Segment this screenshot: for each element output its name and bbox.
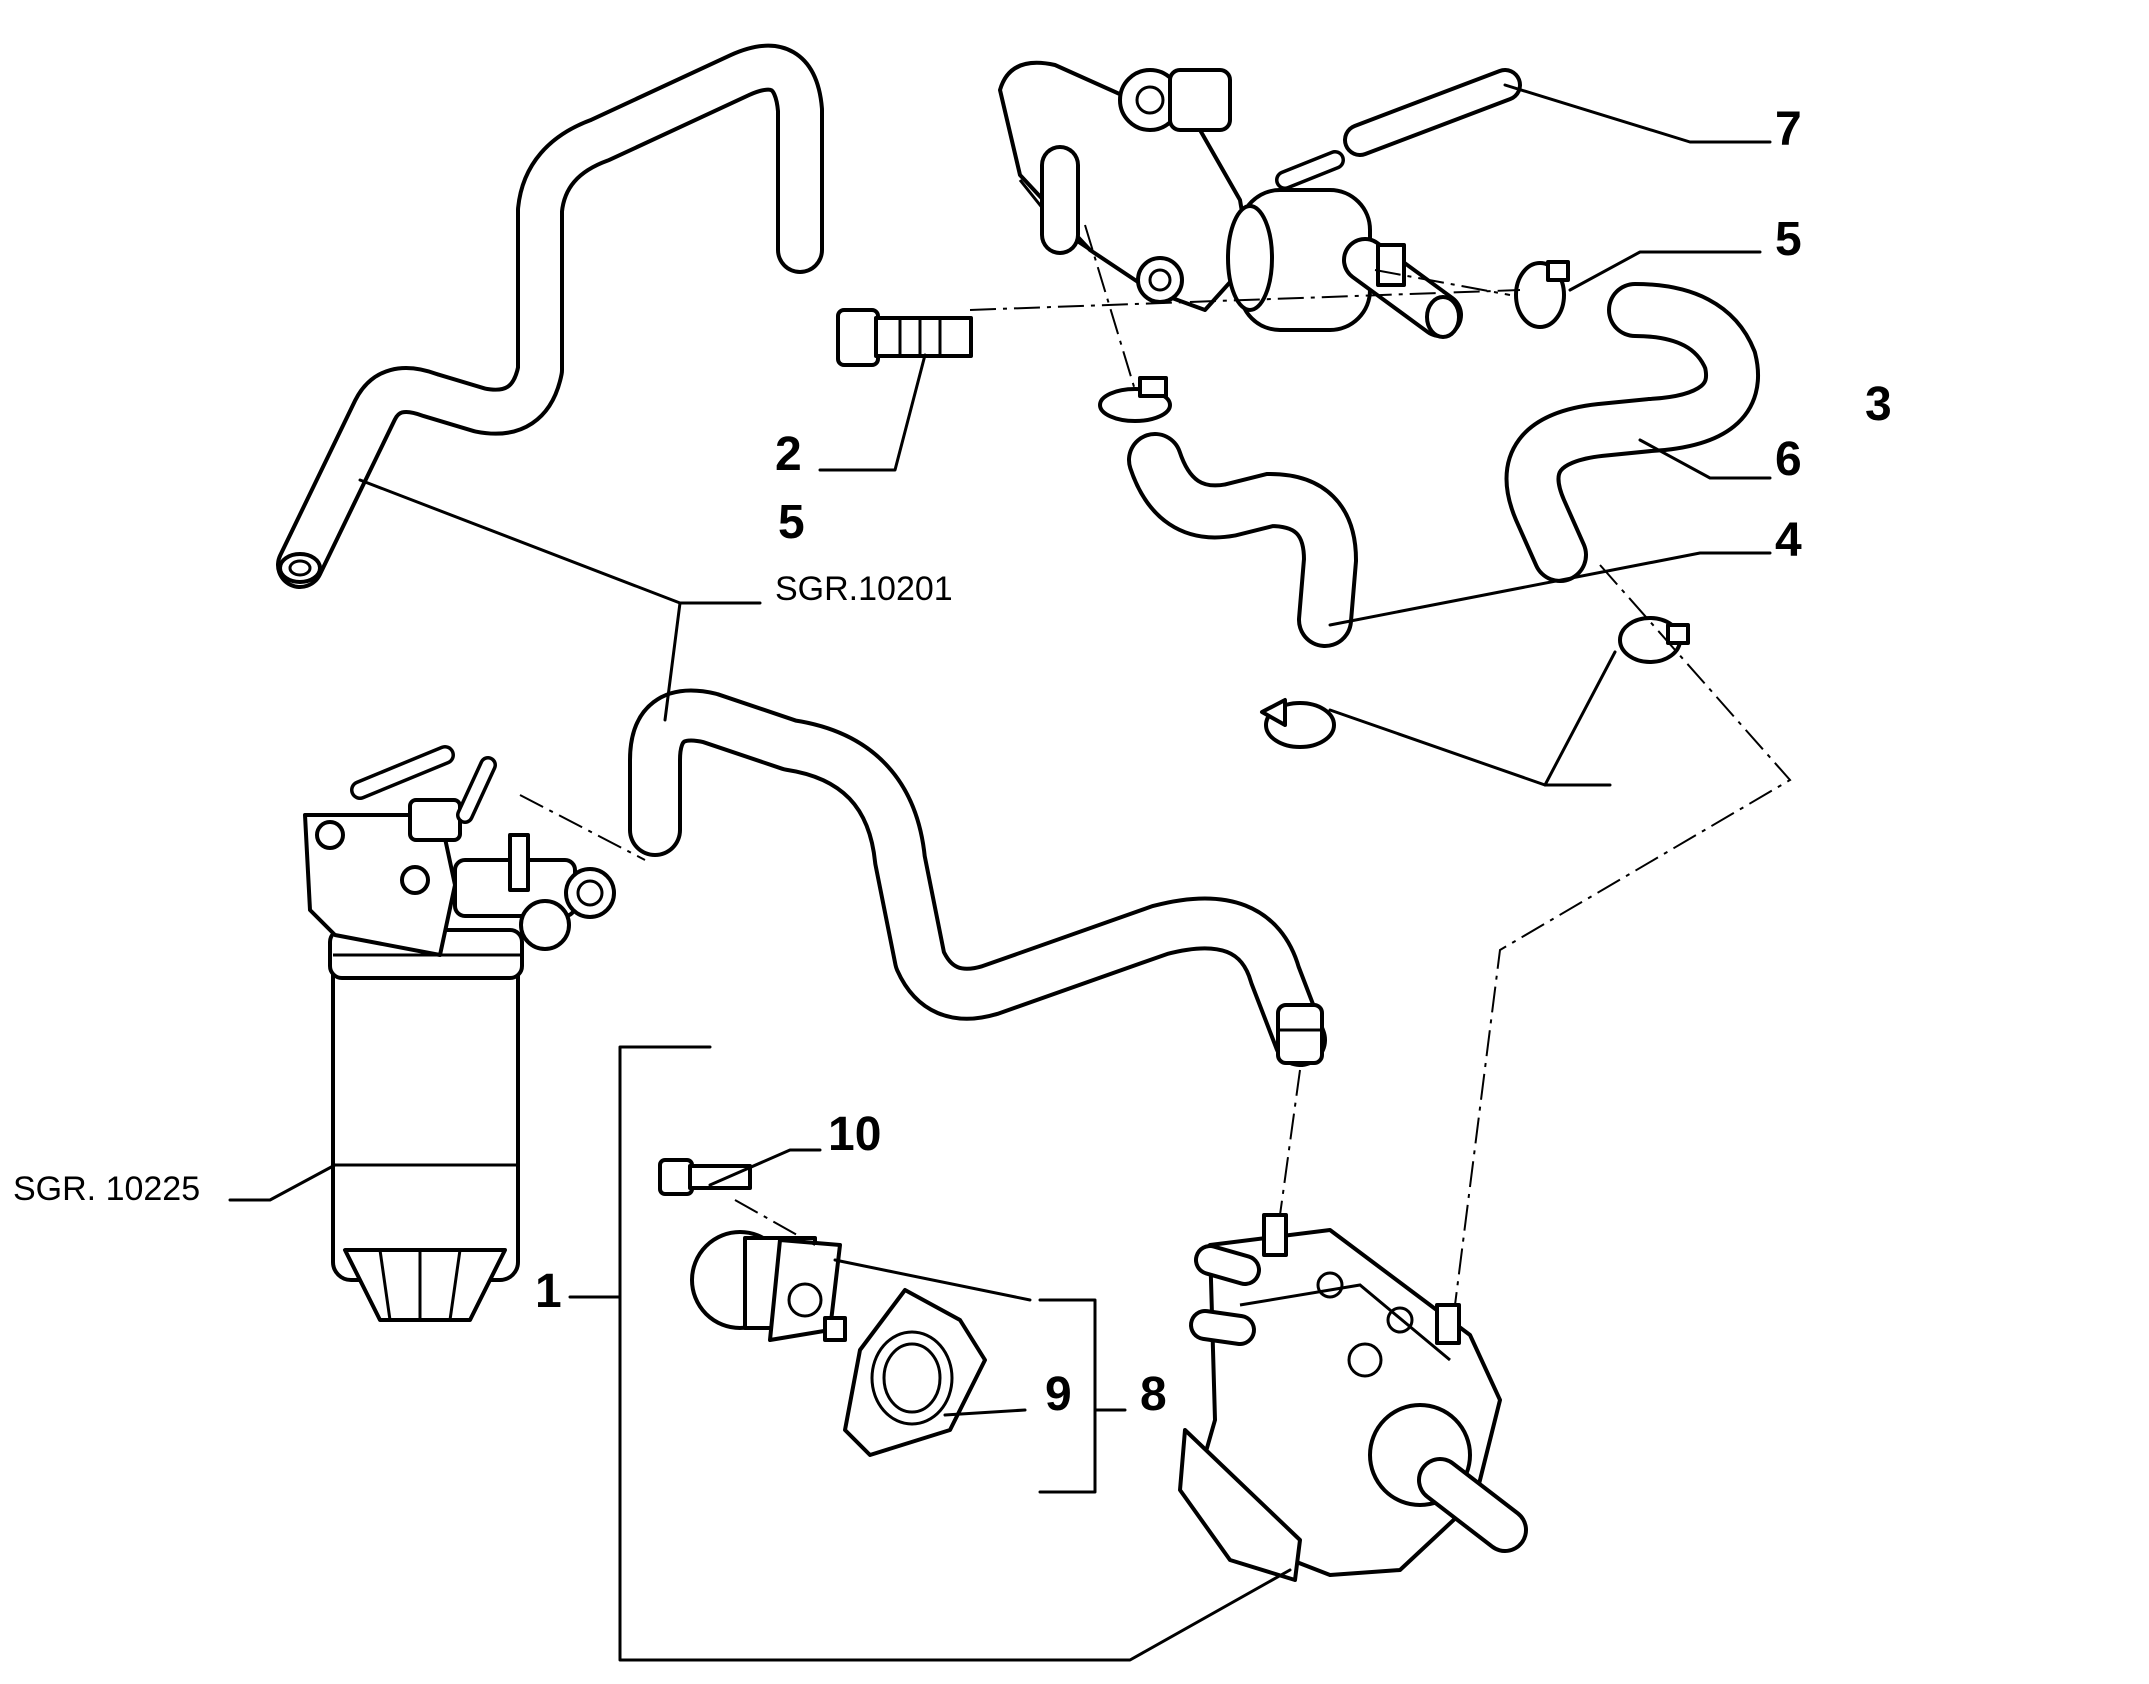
part-4-clamp-upper: [1618, 616, 1690, 664]
callout-4: 4: [1775, 514, 1802, 567]
supply-hose: [628, 688, 1327, 1067]
part-9-gasket: [843, 1288, 987, 1457]
part-4-clamp-lower: [1260, 698, 1336, 749]
callout-9: 9: [1045, 1368, 1072, 1421]
part-10-bolt: [658, 1158, 752, 1196]
callout-3: 3: [1865, 378, 1892, 431]
leader-lines: [228, 83, 1772, 1662]
callout-10: 10: [828, 1108, 881, 1161]
fuel-rail-manifold: [998, 60, 1463, 339]
reference-sgr-10225: SGR. 10225: [13, 1170, 200, 1208]
callout-8: 8: [1140, 1368, 1167, 1421]
fuel-filter: [303, 745, 616, 1322]
callout-2: 2: [775, 428, 802, 481]
callout-6: 6: [1775, 433, 1802, 486]
assembly-lines: [519, 224, 1792, 1306]
callout-7: 7: [1775, 103, 1802, 156]
part-7-pipe: [1343, 68, 1522, 157]
callout-5-right: 5: [1775, 213, 1802, 266]
part-6-hose: [1504, 282, 1760, 583]
return-hose: [276, 43, 824, 589]
reference-sgr-10201: SGR.10201: [775, 570, 953, 608]
part-2-bolt: [836, 308, 973, 367]
callout-labels: 1 2 3 4 5 5 6 7 8 9 10 SGR.10201 SGR. 10…: [13, 103, 1892, 1421]
high-pressure-pump: [1178, 1213, 1528, 1582]
callout-5-left: 5: [778, 496, 805, 549]
pressure-regulator: [690, 1230, 847, 1342]
callout-1: 1: [535, 1265, 562, 1318]
part-4-hose-center: [1127, 432, 1359, 648]
part-5-clamp-right: [1514, 260, 1570, 329]
part-5-clamp-center: [1098, 376, 1172, 423]
